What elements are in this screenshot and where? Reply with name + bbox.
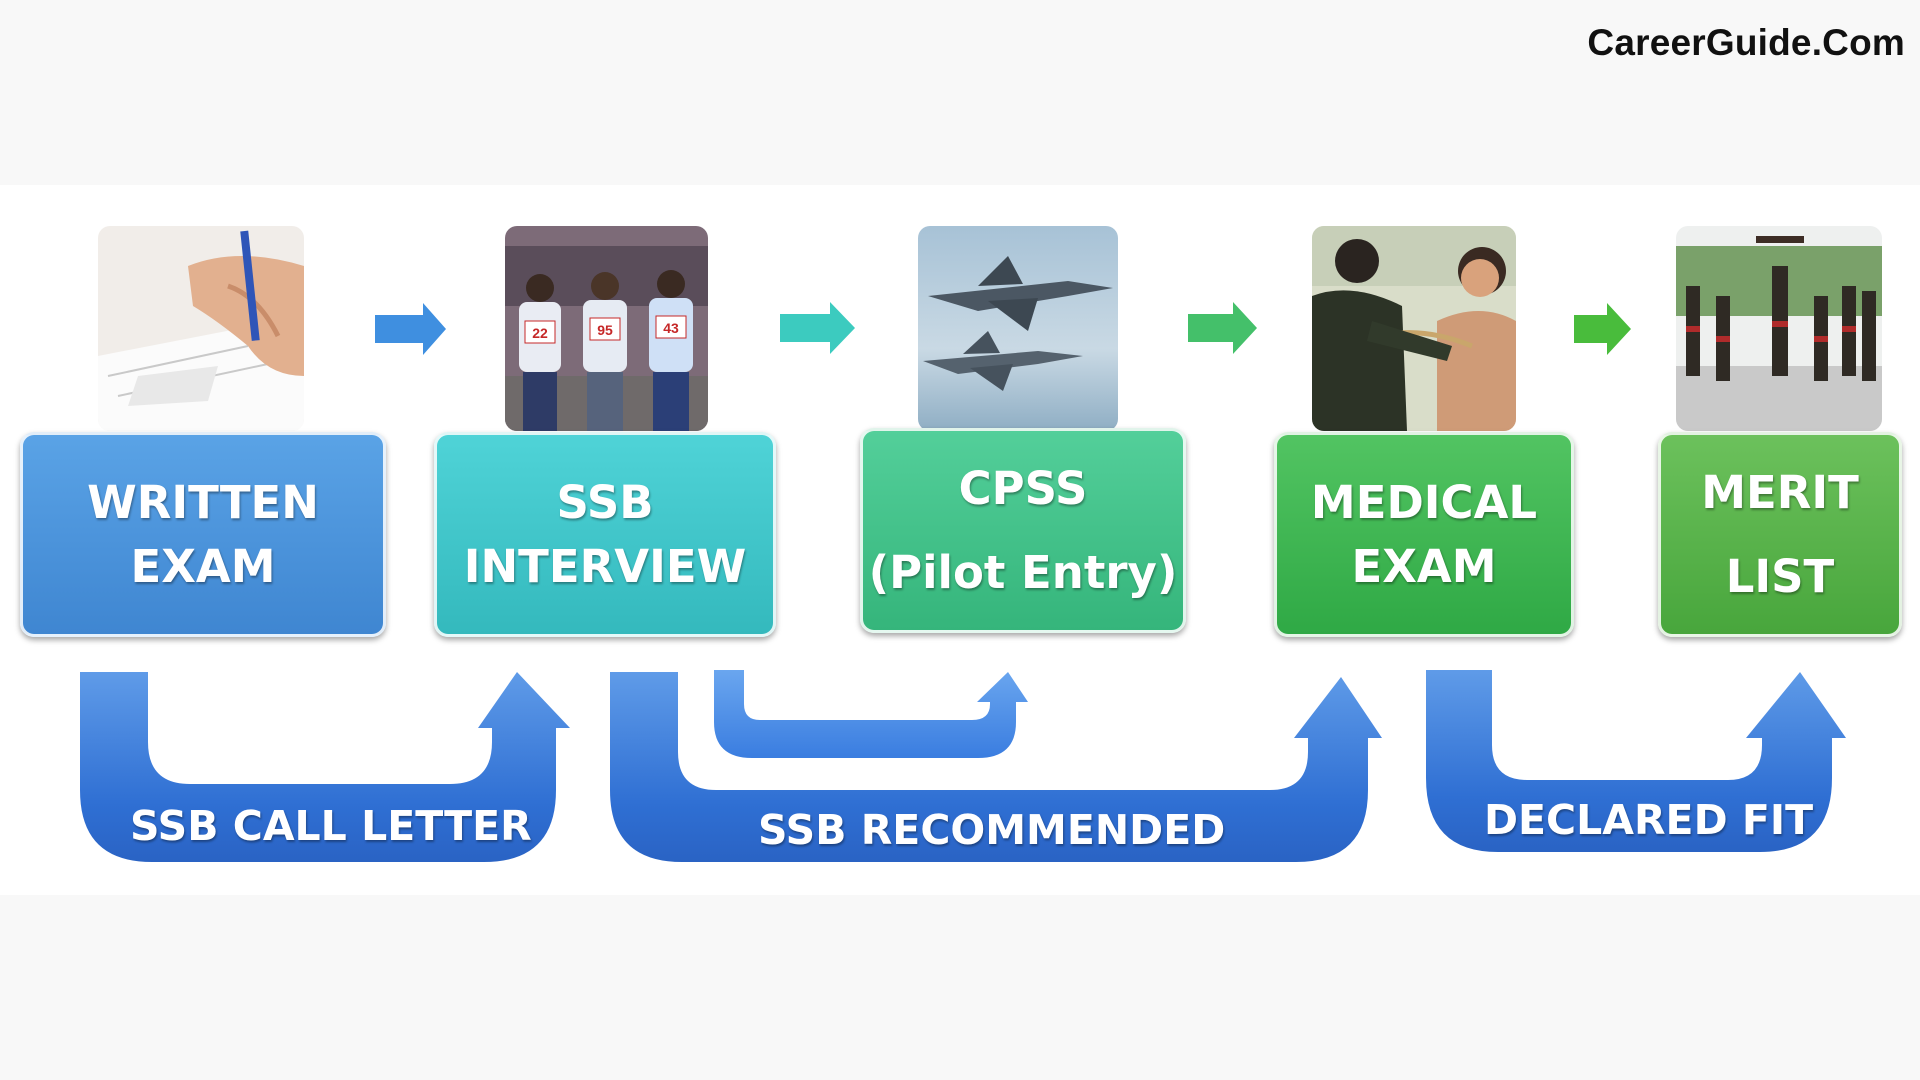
ssb-candidates-photo: 22 95 43 [505, 226, 708, 431]
stage-cpss-line2: (Pilot Entry) [868, 545, 1178, 599]
stage-cpss-pilot-entry: CPSS (Pilot Entry) [860, 428, 1186, 633]
brand-logo-text: CareerGuide.Com [1587, 22, 1905, 63]
flow-arrow-4-icon [1574, 303, 1631, 355]
label-declared-fit: DECLARED FIT [1484, 796, 1814, 844]
stage-written-exam: WRITTEN EXAM [20, 432, 386, 637]
stage-cpss-line1: CPSS [958, 461, 1088, 515]
candidate-number-1: 22 [532, 325, 548, 341]
label-ssb-call-letter: SSB CALL LETTER [130, 802, 532, 850]
stage-merit-list: MERIT LIST [1658, 432, 1902, 637]
label-ssb-recommended: SSB RECOMMENDED [758, 806, 1226, 854]
parade-photo [1676, 226, 1882, 431]
stage-ssb-interview: SSB INTERVIEW [434, 432, 776, 637]
stage-medical-exam-line1: MEDICAL [1310, 475, 1538, 529]
stage-merit-list-line2: LIST [1725, 549, 1835, 603]
flow-arrow-3-icon [1188, 302, 1257, 354]
flow-arrow-2-icon [780, 302, 855, 354]
medical-checkup-photo [1312, 226, 1516, 431]
u-arrow-declared-fit-icon [1426, 670, 1846, 852]
stage-written-exam-line1: WRITTEN [87, 475, 319, 529]
flow-arrow-1-icon [375, 303, 446, 355]
stage-ssb-interview-line1: SSB [556, 475, 654, 529]
candidate-number-3: 43 [663, 320, 679, 336]
stage-written-exam-line2: EXAM [130, 539, 276, 593]
stage-ssb-interview-line2: INTERVIEW [463, 539, 747, 593]
u-arrow-ssb-call-letter-icon [80, 672, 570, 862]
stage-medical-exam: MEDICAL EXAM [1274, 432, 1574, 637]
stage-medical-exam-line2: EXAM [1351, 539, 1497, 593]
u-arrow-ssb-recommended-icon [610, 672, 1382, 862]
fighter-jets-photo [918, 226, 1118, 431]
exam-paper-writing-photo [98, 226, 304, 431]
u-arrow-ssb-to-cpss-icon [714, 670, 1028, 758]
candidate-number-2: 95 [597, 322, 613, 338]
stage-merit-list-line1: MERIT [1701, 465, 1859, 519]
